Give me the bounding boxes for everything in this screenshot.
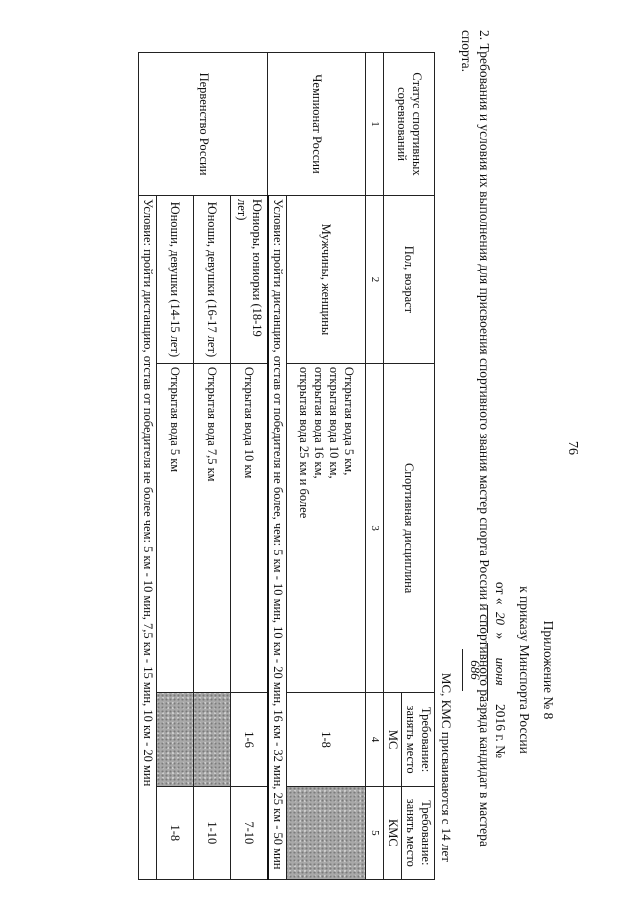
col-number: 2	[365, 195, 384, 364]
appendix-title: Приложение № 8	[541, 620, 556, 720]
col-number: 3	[365, 363, 384, 693]
header-req-kms: Требование: занять место	[401, 786, 435, 880]
appendix-order-ref: к приказу Минспорта России	[517, 586, 532, 754]
header-ms: МС	[383, 692, 402, 787]
stamp-ms-youth-16	[193, 692, 231, 787]
col-number: 4	[365, 692, 384, 787]
ms-juniors: 1-6	[230, 692, 268, 787]
kms-youth-14: 1-8	[156, 786, 194, 880]
date-year: 2016 г. №	[493, 704, 508, 759]
age-youth-14: Юноши, девушки (14-15 лет)	[156, 195, 194, 364]
discipline-line: открытая вода 16 км,	[312, 366, 326, 479]
discipline-line: открытая вода 10 км,	[327, 366, 341, 479]
status-first: Первенство России	[138, 52, 268, 196]
col-number: 1	[365, 52, 384, 196]
championship-row: Чемпионат России Мужчины, женщины Открыт…	[268, 52, 366, 880]
stamp-ms-youth-14	[156, 692, 194, 787]
condition-championship: Условие: пройти дистанцию, отстав от поб…	[268, 195, 287, 880]
page-number: 76	[565, 441, 580, 455]
stamp-kms-championship	[286, 786, 366, 880]
column-number-row: 1 2 3 4 5	[365, 52, 384, 880]
age-juniors: Юниоры, юниорки (18-19 лет)	[230, 195, 268, 364]
discipline-juniors: Открытая вода 10 км	[230, 363, 268, 693]
section-title: 2. Требования и условия их выполнения дл…	[459, 30, 492, 847]
age-note: МС, КМС присваиваются с 14 лет	[439, 672, 454, 862]
header-req-ms: Требование: занять место	[401, 692, 435, 787]
date-prefix: от «	[493, 581, 508, 605]
discipline-youth-16: Открытая вода 7,5 км	[193, 363, 231, 693]
status-championship: Чемпионат России	[268, 52, 366, 196]
gender-championship: Мужчины, женщины	[286, 195, 366, 364]
discipline-line: Открытая вода 5 км,	[342, 366, 356, 476]
col-number: 5	[365, 786, 384, 880]
discipline-youth-14: Открытая вода 5 км	[156, 363, 194, 693]
condition-first: Условие: пройти дистанцию, отстав от поб…	[138, 195, 157, 880]
discipline-line: открытая вода 25 км и более	[297, 366, 311, 519]
header-discipline: Спортивная дисциплина	[383, 363, 435, 693]
header-kms: КМС	[383, 786, 402, 880]
header-gender-age: Пол, возраст	[383, 195, 435, 364]
age-youth-16: Юноши, девушки (16-17 лет)	[193, 195, 231, 364]
date-mid: »	[493, 632, 508, 640]
ms-place-championship: 1-8	[286, 692, 366, 787]
header-status: Статус спортивных соревнований	[383, 52, 435, 196]
requirements-table: Статус спортивных соревнований Пол, возр…	[138, 52, 435, 880]
disciplines-championship: Открытая вода 5 км, открытая вода 10 км,…	[286, 363, 366, 693]
header-row: Статус спортивных соревнований Пол, возр…	[383, 52, 435, 880]
kms-juniors: 7-10	[230, 786, 268, 880]
first-row-juniors: Первенство России Юниоры, юниорки (18-19…	[138, 52, 268, 880]
kms-youth-16: 1-10	[193, 786, 231, 880]
